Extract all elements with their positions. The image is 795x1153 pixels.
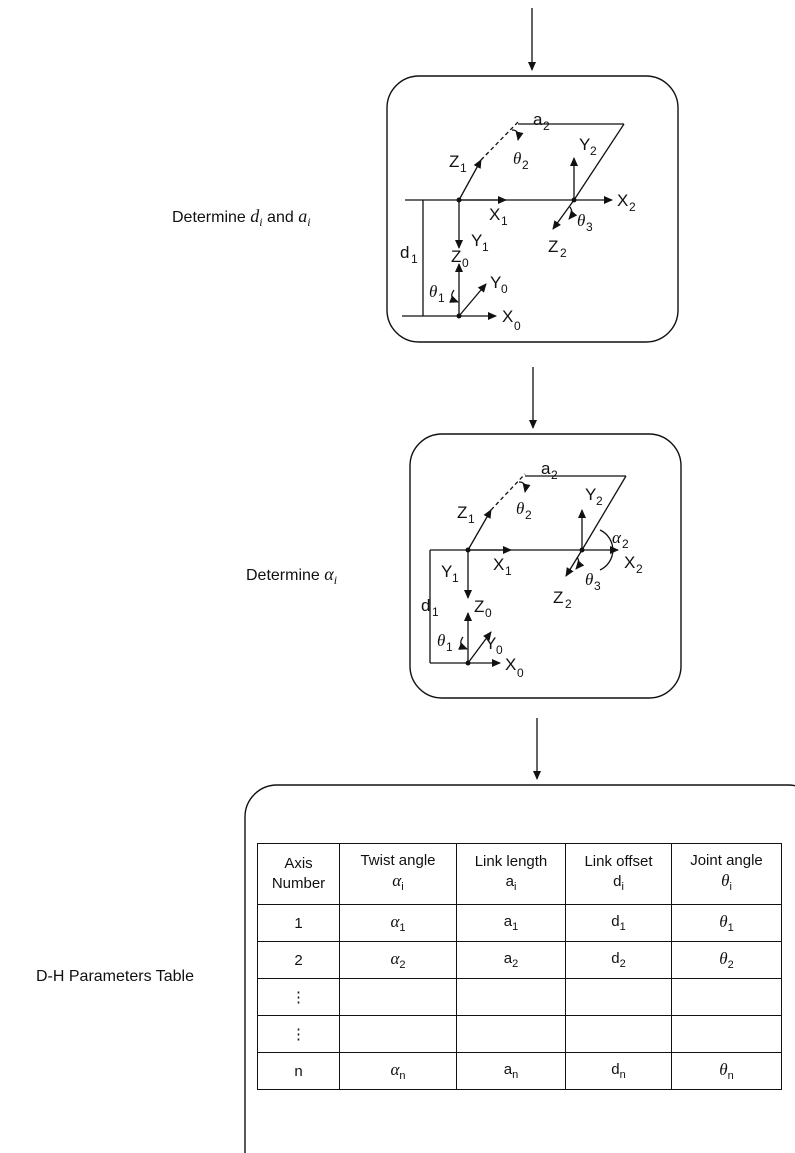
label-z1: Z bbox=[457, 503, 467, 522]
svg-text:2: 2 bbox=[522, 158, 529, 172]
svg-text:0: 0 bbox=[501, 282, 508, 296]
step3-label: D-H Parameters Table bbox=[36, 968, 194, 985]
theta3-arrow bbox=[568, 206, 578, 220]
svg-text:3: 3 bbox=[586, 220, 593, 234]
svg-text:2: 2 bbox=[629, 200, 636, 214]
svg-text:2: 2 bbox=[622, 537, 629, 551]
svg-text:1: 1 bbox=[452, 571, 459, 585]
svg-text:1: 1 bbox=[438, 291, 445, 305]
svg-text:0: 0 bbox=[514, 319, 521, 333]
label-z2: Z bbox=[553, 588, 563, 607]
theta3-arrow bbox=[575, 556, 585, 570]
label-z0: Z bbox=[474, 597, 484, 616]
label-theta1: θ bbox=[429, 282, 437, 301]
label-theta3: θ bbox=[585, 570, 593, 589]
svg-text:3: 3 bbox=[594, 579, 601, 593]
label-x1: X bbox=[489, 205, 500, 224]
label-z1: Z bbox=[449, 152, 459, 171]
svg-text:0: 0 bbox=[485, 606, 492, 620]
z2-axis bbox=[552, 199, 575, 230]
label-a2: a bbox=[541, 459, 551, 478]
svg-text:0: 0 bbox=[496, 643, 503, 657]
step1-box bbox=[386, 75, 679, 343]
step1-label: Determine di and ai bbox=[172, 206, 311, 229]
svg-text:1: 1 bbox=[468, 512, 475, 526]
z1-axis bbox=[467, 509, 492, 551]
label-y1: Y bbox=[441, 562, 452, 581]
table-row: n αn an dn θn bbox=[257, 1052, 782, 1090]
alpha2-arc bbox=[599, 529, 614, 571]
label-d1: d bbox=[400, 243, 409, 262]
a2-link-side bbox=[581, 475, 627, 551]
label-x0: X bbox=[502, 307, 513, 326]
theta1-arrow bbox=[449, 289, 459, 303]
label-x2: X bbox=[617, 191, 628, 210]
table-row: ⋮ bbox=[257, 978, 782, 1016]
label-z0: Z bbox=[451, 247, 461, 266]
label-y0: Y bbox=[490, 273, 501, 292]
label-theta1: θ bbox=[437, 631, 445, 650]
label-y2: Y bbox=[579, 135, 590, 154]
table-row: ⋮ bbox=[257, 1015, 782, 1053]
step3-box bbox=[244, 784, 795, 1153]
table-row: 1 α1 a1 d1 θ1 bbox=[257, 904, 782, 942]
step2-box bbox=[409, 433, 682, 699]
label-a2: a bbox=[533, 110, 543, 129]
y0-axis bbox=[458, 283, 487, 317]
label-x2: X bbox=[624, 553, 635, 572]
svg-text:1: 1 bbox=[446, 640, 453, 654]
svg-text:2: 2 bbox=[543, 119, 550, 133]
label-x0: X bbox=[505, 655, 516, 674]
table-row: 2 α2 a2 d2 θ2 bbox=[257, 941, 782, 979]
a2-link-side bbox=[573, 123, 625, 201]
svg-text:1: 1 bbox=[505, 564, 512, 578]
svg-text:1: 1 bbox=[501, 214, 508, 228]
step2-label: Determine αi bbox=[246, 564, 338, 587]
label-theta2: θ bbox=[516, 499, 524, 518]
svg-text:1: 1 bbox=[460, 161, 467, 175]
svg-text:1: 1 bbox=[482, 240, 489, 254]
theta1-arrow bbox=[458, 636, 468, 650]
label-theta3: θ bbox=[577, 211, 585, 230]
theta2-arrow bbox=[518, 481, 531, 493]
z1-extension bbox=[480, 121, 519, 161]
svg-text:2: 2 bbox=[590, 144, 597, 158]
label-theta2: θ bbox=[513, 149, 521, 168]
svg-text:1: 1 bbox=[411, 252, 418, 266]
svg-text:2: 2 bbox=[636, 562, 643, 576]
y0-axis bbox=[467, 631, 492, 664]
label-z2: Z bbox=[548, 237, 558, 256]
svg-text:2: 2 bbox=[551, 468, 558, 482]
label-y0: Y bbox=[485, 634, 496, 653]
svg-text:1: 1 bbox=[432, 605, 439, 619]
label-y2: Y bbox=[585, 485, 596, 504]
svg-text:2: 2 bbox=[596, 494, 603, 508]
z1-extension bbox=[490, 473, 526, 511]
theta2-arrow bbox=[511, 129, 524, 141]
label-d1: d bbox=[421, 596, 430, 615]
svg-text:0: 0 bbox=[517, 666, 524, 680]
svg-text:2: 2 bbox=[565, 597, 572, 611]
label-alpha2: α bbox=[612, 528, 622, 547]
label-x1: X bbox=[493, 555, 504, 574]
svg-text:0: 0 bbox=[462, 256, 469, 270]
label-y1: Y bbox=[471, 231, 482, 250]
z2-axis bbox=[565, 549, 583, 577]
svg-text:2: 2 bbox=[525, 508, 532, 522]
z1-axis bbox=[458, 159, 482, 201]
svg-text:2: 2 bbox=[560, 246, 567, 260]
